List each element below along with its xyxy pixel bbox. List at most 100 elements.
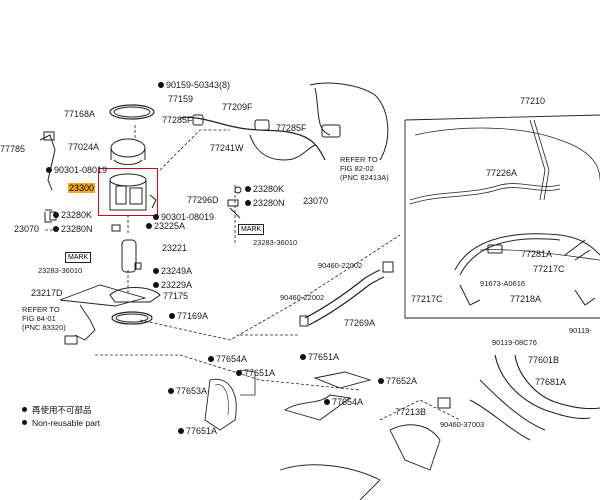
- label-text: 77651A: [308, 352, 340, 362]
- part-label-77285F-left[interactable]: 77285F: [162, 115, 193, 125]
- refer-note-82-02-line1: REFER TO: [340, 155, 378, 164]
- part-label-91673-A0616[interactable]: 91673-A0616: [480, 279, 526, 288]
- legend-text-en: Non-reusable part: [32, 418, 101, 428]
- non-reusable-dot-icon: [146, 223, 152, 229]
- part-label-23070-center[interactable]: 23070: [303, 196, 329, 206]
- mark-box-left: MARK: [65, 252, 92, 263]
- part-label-23070-left[interactable]: 23070: [14, 224, 40, 234]
- part-label-77226A[interactable]: 77226A: [486, 168, 518, 178]
- part-label-90301-08019-bottom[interactable]: 90301-08019: [153, 212, 214, 222]
- label-text: 23229A: [161, 280, 193, 290]
- non-reusable-dot-icon: [245, 200, 251, 206]
- part-label-23221[interactable]: 23221: [162, 243, 188, 253]
- part-label-23280K-center[interactable]: 23280K: [245, 184, 284, 194]
- part-label-90301-08019-top[interactable]: 90301-08019: [46, 165, 107, 175]
- part-label-77652A[interactable]: 77652A: [378, 376, 417, 386]
- part-label-23280N-center[interactable]: 23280N: [245, 198, 285, 208]
- label-text: 23225A: [154, 221, 186, 231]
- label-text: 23280N: [253, 198, 285, 208]
- part-label-23217D[interactable]: 23217D: [31, 288, 63, 298]
- part-label-77210[interactable]: 77210: [520, 96, 546, 106]
- part-label-23280K-left[interactable]: 23280K: [53, 210, 92, 220]
- legend-dot-icon: [22, 407, 27, 412]
- refer-note-82-02-line2[interactable]: FIG 82-02: [340, 164, 374, 173]
- legend-text-jp: 再使用不可部品: [32, 405, 92, 415]
- part-label-77651A-top[interactable]: 77651A: [300, 352, 339, 362]
- non-reusable-dot-icon: [208, 356, 214, 362]
- label-text: 23280K: [61, 210, 93, 220]
- part-label-77651A-bottom[interactable]: 77651A: [178, 426, 217, 436]
- part-label-23283-36010-center[interactable]: 23283-36010: [253, 238, 298, 247]
- legend-en: Non-reusable part: [22, 418, 100, 429]
- part-label-77241W[interactable]: 77241W: [210, 143, 244, 153]
- label-text: 77654A: [332, 397, 364, 407]
- part-label-23249A[interactable]: 23249A: [153, 266, 192, 276]
- part-label-23283-36010-left[interactable]: 23283-36010: [38, 266, 83, 275]
- fuel-pump-assembly-drawing: [109, 138, 157, 211]
- part-label-77654A-bottom[interactable]: 77654A: [324, 397, 363, 407]
- part-label-90460-37003[interactable]: 90460-37003: [440, 420, 485, 429]
- part-label-77681A[interactable]: 77681A: [535, 377, 567, 387]
- part-label-77024A[interactable]: 77024A: [68, 142, 100, 152]
- non-reusable-dot-icon: [324, 399, 330, 405]
- non-reusable-dot-icon: [53, 226, 59, 232]
- part-label-77218A[interactable]: 77218A: [510, 294, 542, 304]
- part-label-77217C-left[interactable]: 77217C: [411, 294, 443, 304]
- part-label-23300-highlighted[interactable]: 23300: [68, 183, 96, 193]
- part-label-23280N-left[interactable]: 23280N: [53, 224, 93, 234]
- part-label-77213B[interactable]: 77213B: [395, 407, 427, 417]
- part-label-90159-50343[interactable]: 90159-50343(8): [158, 80, 230, 90]
- part-label-77209F[interactable]: 77209F: [222, 102, 253, 112]
- part-label-77285F-right[interactable]: 77285F: [276, 123, 307, 133]
- label-text: 77653A: [176, 386, 208, 396]
- part-label-77169A[interactable]: 77169A: [169, 311, 208, 321]
- part-label-77651A-mid[interactable]: 77651A: [236, 368, 275, 378]
- non-reusable-dot-icon: [46, 167, 52, 173]
- part-label-23229A[interactable]: 23229A: [153, 280, 192, 290]
- legend-dot-icon: [22, 420, 27, 425]
- part-label-77281A[interactable]: 77281A: [521, 249, 553, 259]
- non-reusable-dot-icon: [378, 378, 384, 384]
- label-text: 90301-08019: [161, 212, 215, 222]
- part-label-77217C-right[interactable]: 77217C: [533, 264, 565, 274]
- part-label-77785[interactable]: 77785: [0, 144, 26, 154]
- part-label-77175[interactable]: 77175: [163, 291, 189, 301]
- refer-note-82-02-line3: (PNC 82413A): [340, 173, 389, 182]
- refer-note-84-01-line1: REFER TO: [22, 305, 60, 314]
- part-label-77269A[interactable]: 77269A: [344, 318, 376, 328]
- part-label-23225A[interactable]: 23225A: [146, 221, 185, 231]
- label-text: 77651A: [186, 426, 218, 436]
- part-label-77296D[interactable]: 77296D: [187, 195, 219, 205]
- non-reusable-dot-icon: [300, 354, 306, 360]
- label-text: 77654A: [216, 354, 248, 364]
- label-text: 23249A: [161, 266, 193, 276]
- non-reusable-dot-icon: [169, 313, 175, 319]
- part-label-77653A[interactable]: 77653A: [168, 386, 207, 396]
- part-label-77654A-top[interactable]: 77654A: [208, 354, 247, 364]
- non-reusable-dot-icon: [245, 186, 251, 192]
- refer-note-84-01-line2[interactable]: FIG 84-01: [22, 314, 56, 323]
- highlight-box-23300: [98, 168, 158, 216]
- part-label-90119-partial[interactable]: 90119-: [569, 326, 592, 335]
- label-text: 77652A: [386, 376, 418, 386]
- non-reusable-dot-icon: [236, 370, 242, 376]
- non-reusable-dot-icon: [53, 212, 59, 218]
- legend-jp: 再使用不可部品: [22, 405, 92, 416]
- part-label-90460-22002-lower[interactable]: 90460-22002: [280, 293, 325, 302]
- part-label-90460-22002-upper[interactable]: 90460-22002: [318, 261, 363, 270]
- non-reusable-dot-icon: [178, 428, 184, 434]
- label-text: 23280N: [61, 224, 93, 234]
- label-text: 77169A: [177, 311, 209, 321]
- guide-lines: [45, 125, 461, 421]
- non-reusable-dot-icon: [153, 282, 159, 288]
- part-label-90119-08C76[interactable]: 90119-08C76: [492, 338, 537, 347]
- non-reusable-dot-icon: [153, 268, 159, 274]
- label-text: 23280K: [253, 184, 285, 194]
- part-label-77159[interactable]: 77159: [168, 94, 194, 104]
- part-label-77601B[interactable]: 77601B: [528, 355, 560, 365]
- refer-note-84-01-line3: (PNC 83320): [22, 323, 66, 332]
- part-label-77168A[interactable]: 77168A: [64, 109, 96, 119]
- label-text: 90301-08019: [54, 165, 108, 175]
